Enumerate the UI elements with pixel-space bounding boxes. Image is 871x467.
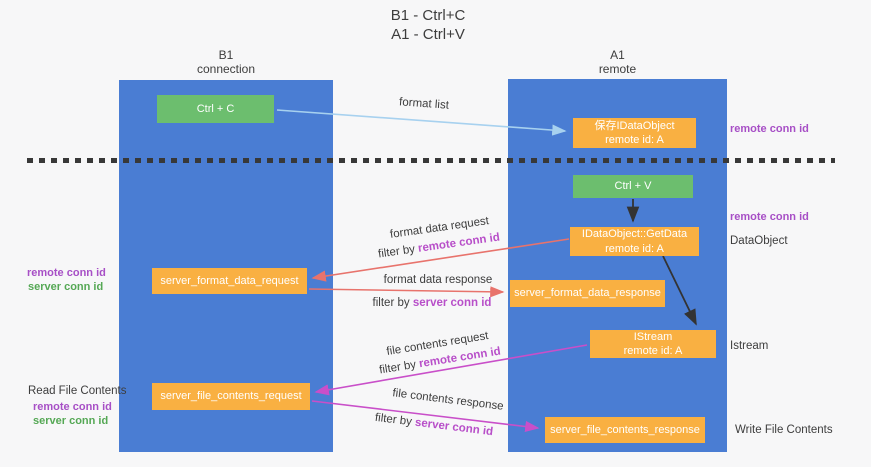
arrow-label-file-contents-response: file contents response <box>391 387 505 413</box>
label-remote-conn-id-left-2: remote conn id <box>33 401 112 413</box>
column-b1-subtitle: connection <box>196 62 256 77</box>
title-line-2: A1 - Ctrl+V <box>391 25 465 43</box>
label-dataobject: DataObject <box>730 235 788 247</box>
phase-separator-dashed-line <box>27 158 835 163</box>
node-istream: IStream remote id: A <box>590 330 716 358</box>
node-ctrl-c: Ctrl + C <box>157 95 274 123</box>
node-server-file-contents-response: server_file_contents_response <box>545 417 705 443</box>
arrow-label-filter-server-2: filter by server conn id <box>374 412 495 439</box>
arrow-label-filter-server-1: filter by server conn id <box>372 297 492 309</box>
title-line-1: B1 - Ctrl+C <box>390 7 466 24</box>
node-save-idataobject: 保存IDataObject remote id: A <box>573 118 696 148</box>
filter-by-value-4: server conn id <box>414 416 494 439</box>
filter-by-value-2: server conn id <box>412 297 492 309</box>
save-idataobject-line1: 保存IDataObject <box>594 119 675 132</box>
ctrl-v-label: Ctrl + V <box>614 180 652 193</box>
label-read-file-contents: Read File Contents <box>28 385 127 397</box>
label-remote-conn-id-mid-right: remote conn id <box>730 211 809 223</box>
node-server-format-data-response: server_format_data_response <box>510 280 665 307</box>
format-response-label: server_format_data_response <box>514 287 661 300</box>
file-request-label: server_file_contents_request <box>160 390 302 403</box>
istream-line1: IStream <box>633 330 673 343</box>
save-idataobject-line2: remote id: A <box>605 134 664 146</box>
label-remote-conn-id-top-right: remote conn id <box>730 123 809 135</box>
label-istream: Istream <box>730 340 769 352</box>
arrow-format-data-response <box>308 286 505 298</box>
file-response-label: server_file_contents_response <box>550 423 700 436</box>
column-b1-name: B1 <box>218 48 234 62</box>
getdata-line2: remote id: A <box>605 242 664 255</box>
node-server-file-contents-request: server_file_contents_request <box>152 383 310 410</box>
ctrl-c-label: Ctrl + C <box>196 102 235 115</box>
filter-by-prefix-3: filter by <box>378 358 421 377</box>
column-header-b1: B1 connection <box>119 48 333 77</box>
label-write-file-contents: Write File Contents <box>735 424 833 436</box>
filter-by-prefix-2: filter by <box>372 297 413 309</box>
label-remote-conn-id-left-1: remote conn id <box>27 267 106 279</box>
format-request-label: server_format_data_request <box>160 274 299 287</box>
arrow-label-format-list: format list <box>398 96 450 112</box>
istream-line2: remote id: A <box>623 345 683 357</box>
filter-by-prefix-4: filter by <box>374 411 416 429</box>
node-idataobject-getdata: IDataObject::GetData remote id: A <box>570 227 699 256</box>
arrow-label-format-data-response: format data response <box>383 274 493 286</box>
diagram-title: B1 - Ctrl+C A1 - Ctrl+V <box>338 7 518 45</box>
column-a1-subtitle: remote <box>598 62 637 77</box>
column-header-a1: A1 remote <box>508 48 727 77</box>
label-server-conn-id-left-2: server conn id <box>33 415 109 427</box>
filter-by-prefix-1: filter by <box>377 242 419 261</box>
getdata-line1: IDataObject::GetData <box>581 228 688 241</box>
node-ctrl-v: Ctrl + V <box>573 175 693 198</box>
label-server-conn-id-left-1: server conn id <box>28 281 104 293</box>
column-a1-name: A1 <box>610 48 625 62</box>
node-server-format-data-request: server_format_data_request <box>152 268 307 294</box>
